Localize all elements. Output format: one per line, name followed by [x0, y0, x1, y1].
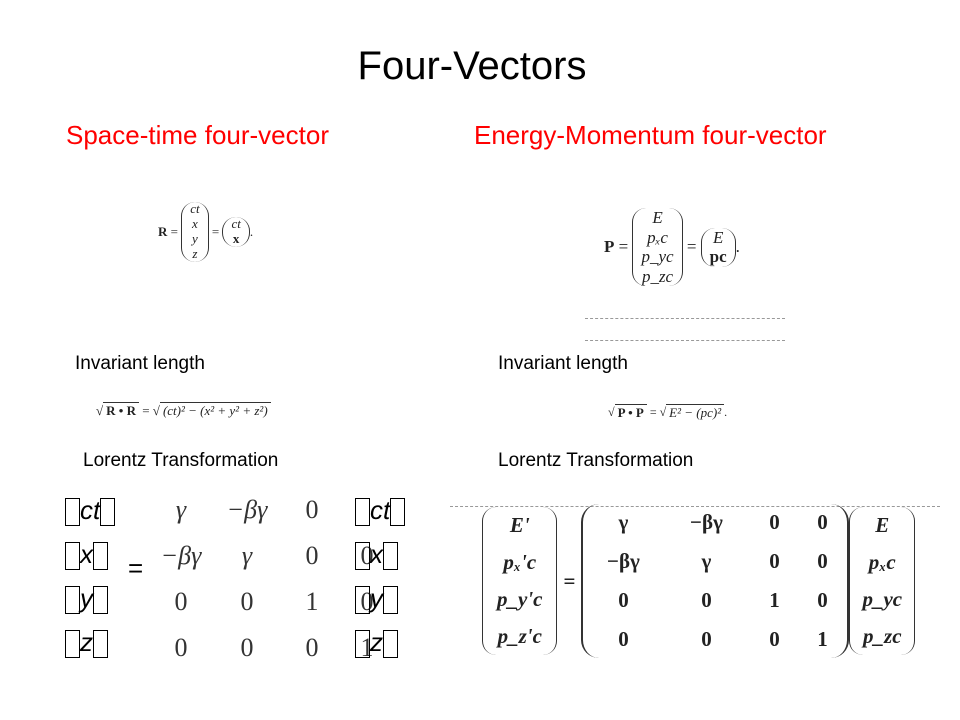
math-term: p_z'c	[497, 624, 542, 648]
left-lorentz-equation: ct x y z = γ −βγ 0 −βγ γ 0 0 0 0 1 0 0 0 0 1 ct x y…	[60, 495, 420, 670]
equals-sign: =	[128, 553, 144, 583]
math-term: 0	[769, 510, 780, 534]
math-term: x	[232, 230, 240, 246]
math-term: 0	[305, 495, 319, 524]
math-term: γ	[241, 541, 253, 570]
left-invariant-equation: √R • R = √(ct)² − (x² + y² + z²)	[96, 402, 271, 419]
math-term: y	[370, 583, 383, 613]
right-heading: Energy-Momentum four-vector	[474, 120, 827, 150]
math-term: −βγ	[607, 549, 640, 573]
left-heading: Space-time four-vector	[66, 120, 329, 150]
math-term: E'	[509, 513, 530, 537]
vector-symbol: R	[158, 223, 168, 239]
math-term: pₓc	[647, 227, 668, 247]
math-term: p_y'c	[497, 587, 543, 611]
math-term: 0	[618, 627, 629, 651]
math-term: 0	[360, 541, 374, 570]
math-term: pₓc	[868, 550, 896, 574]
math-term: x	[192, 215, 198, 231]
right-lorentz-equation: E' pₓ'c p_y'c p_z'c = γ −βγ 0 0 −βγ γ 0 0 0 0 1 0 0 0…	[482, 504, 916, 658]
math-term: 0	[240, 633, 254, 662]
math-term: z	[192, 245, 198, 261]
math-term: z	[370, 627, 383, 657]
math-term: (ct)² − (x² + y² + z²)	[159, 402, 271, 419]
right-invariant-label: Invariant length	[498, 353, 628, 374]
math-term: E	[652, 208, 663, 227]
math-term: P • P	[614, 404, 647, 421]
math-term: z	[80, 627, 93, 657]
math-term: 0	[769, 627, 780, 651]
math-term: x	[370, 539, 383, 569]
math-term: pc	[709, 247, 727, 267]
math-term: pₓ'c	[503, 550, 537, 574]
math-term: 1	[305, 587, 319, 616]
math-term: γ	[701, 549, 712, 573]
math-term: γ	[618, 510, 629, 534]
math-term: 1	[769, 588, 780, 612]
math-term: 0	[817, 588, 828, 612]
math-term: y	[80, 583, 93, 613]
math-term: 0	[305, 541, 319, 570]
math-term: x	[80, 539, 93, 569]
math-term: 0	[701, 588, 712, 612]
matrix: γ −βγ 0 0 −βγ γ 0 0 0 0 1 0 0 0 0 1	[581, 504, 850, 658]
vector-symbol: P	[604, 237, 615, 257]
left-lorentz-label: Lorentz Transformation	[83, 450, 279, 471]
math-term: 0	[769, 549, 780, 573]
math-term: −βγ	[226, 495, 268, 524]
right-lorentz-label: Lorentz Transformation	[498, 450, 694, 471]
math-term: ct	[190, 201, 200, 216]
math-term: p_yc	[641, 247, 674, 267]
math-term: 0	[817, 549, 828, 573]
left-invariant-label: Invariant length	[75, 353, 205, 374]
math-term: 0	[174, 633, 188, 662]
math-term: γ	[175, 495, 187, 524]
equals-sign: =	[563, 568, 576, 593]
math-term: y	[192, 230, 198, 246]
matrix: γ −βγ 0 −βγ γ 0 0 0 0 1 0 0 0 0 1	[150, 495, 400, 663]
rhs-column: ct x y z	[355, 495, 406, 671]
math-term: E² − (pc)²	[666, 404, 725, 421]
slide-title: Four-Vectors	[357, 44, 587, 88]
math-term: ct	[370, 495, 391, 525]
math-term: p_yc	[862, 587, 903, 611]
math-term: 0	[817, 510, 828, 534]
math-term: −βγ	[690, 510, 723, 534]
right-invariant-equation: √P • P = √E² − (pc)².	[608, 404, 728, 421]
math-term: p_zc	[641, 266, 674, 286]
math-term: −βγ	[160, 541, 202, 570]
math-term: 0	[305, 633, 319, 662]
math-term: 1	[817, 627, 828, 651]
math-term: R • R	[103, 402, 139, 419]
math-term: 0	[618, 588, 629, 612]
lhs-column: ct x y z	[65, 495, 116, 671]
lhs-column: E' pₓ'c p_y'c p_z'c	[482, 507, 558, 655]
math-term: E	[712, 227, 724, 247]
math-term: p_zc	[863, 624, 902, 648]
math-term: 0	[360, 587, 374, 616]
math-term: 0	[240, 587, 254, 616]
math-term: E	[875, 513, 890, 537]
math-term: ct	[80, 495, 101, 525]
math-term: 0	[174, 587, 188, 616]
math-term: 0	[701, 627, 712, 651]
math-term: 1	[360, 633, 374, 662]
math-term: ct	[231, 215, 241, 231]
